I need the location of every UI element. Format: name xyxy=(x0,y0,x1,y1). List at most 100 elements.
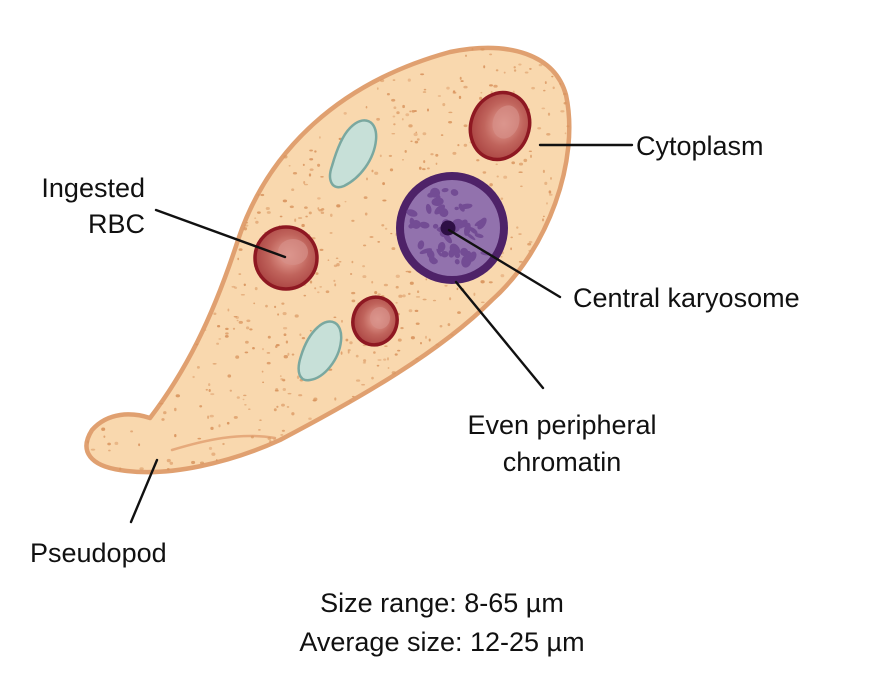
cytoplasm-speckle xyxy=(549,193,553,196)
cytoplasm-speckle xyxy=(531,86,535,90)
cytoplasm-speckle xyxy=(452,151,457,155)
cytoplasm-speckle xyxy=(459,76,462,80)
cytoplasm-speckle xyxy=(279,215,283,218)
cytoplasm-speckle xyxy=(319,136,321,139)
cytoplasm-speckle xyxy=(231,285,236,288)
cytoplasm-speckle xyxy=(175,394,180,398)
cytoplasm-speckle xyxy=(516,226,519,229)
cytoplasm-speckle xyxy=(405,113,410,117)
cytoplasm-speckle xyxy=(282,199,288,203)
cytoplasm-speckle xyxy=(238,248,243,251)
cytoplasm-speckle xyxy=(191,460,196,465)
cytoplasm-speckle xyxy=(376,117,380,121)
cytoplasm-speckle xyxy=(282,312,287,316)
cytoplasm-speckle xyxy=(489,53,493,56)
cytoplasm-speckle xyxy=(343,112,347,115)
cytoplasm-speckle xyxy=(166,467,170,471)
cytoplasm-speckle xyxy=(161,418,165,421)
chromatin-blotch xyxy=(434,204,446,215)
cytoplasm-speckle xyxy=(273,438,276,441)
label-pseudopod: Pseudopod xyxy=(30,538,167,568)
cytoplasm-speckle xyxy=(495,69,499,72)
cytoplasm-speckle xyxy=(396,111,400,115)
cytoplasm-speckle xyxy=(196,366,200,369)
cytoplasm-speckle xyxy=(159,402,164,405)
cytoplasm-speckle xyxy=(566,125,570,128)
cytoplasm-speckle xyxy=(518,260,523,263)
cytoplasm-speckle xyxy=(235,316,239,319)
cytoplasm-speckle xyxy=(511,161,516,165)
cytoplasm-speckle xyxy=(314,150,317,153)
cytoplasm-speckle xyxy=(261,370,264,373)
cytoplasm-speckle xyxy=(391,247,396,251)
cytoplasm-speckle xyxy=(355,354,359,358)
cytoplasm-speckle xyxy=(285,340,289,344)
label-central-karyosome: Central karyosome xyxy=(573,283,800,313)
cytoplasm-speckle xyxy=(169,461,174,465)
cytoplasm-speckle xyxy=(542,215,545,218)
cytoplasm-speckle xyxy=(426,167,430,170)
cytoplasm-speckle xyxy=(341,319,343,323)
cytoplasm-speckle xyxy=(210,393,215,396)
cytoplasm-speckle xyxy=(564,132,567,135)
cytoplasm-speckle xyxy=(365,105,368,109)
cytoplasm-speckle xyxy=(416,290,420,294)
cytoplasm-speckle xyxy=(408,292,411,296)
cytoplasm-speckle xyxy=(500,255,503,258)
cytoplasm-speckle xyxy=(288,165,291,167)
chromatin-blotch xyxy=(469,227,478,235)
cytoplasm-speckle xyxy=(119,467,122,471)
cytoplasm-speckle xyxy=(210,426,214,431)
cytoplasm-speckle xyxy=(482,171,487,174)
cytoplasm-speckle xyxy=(363,359,367,363)
chromatin-blotch xyxy=(456,223,462,229)
cytoplasm-speckle xyxy=(114,441,119,446)
cytoplasm-speckle xyxy=(207,415,210,419)
cytoplasm-speckle xyxy=(258,429,261,431)
cytoplasm-speckle xyxy=(463,124,468,128)
cytoplasm-speckle xyxy=(286,406,290,408)
cytoplasm-speckle xyxy=(452,91,457,94)
cytoplasm-speckle xyxy=(317,207,320,210)
rbc-ingested xyxy=(253,225,319,291)
cytoplasm-speckle xyxy=(101,427,106,431)
label-cytoplasm: Cytoplasm xyxy=(636,131,764,161)
cytoplasm-speckle xyxy=(386,93,390,96)
cytoplasm-speckle xyxy=(435,153,439,157)
cytoplasm-speckle xyxy=(282,388,287,391)
cytoplasm-speckle xyxy=(448,120,453,124)
cytoplasm-speckle xyxy=(395,285,399,289)
cytoplasm-speckle xyxy=(340,351,343,355)
cytoplasm-speckle xyxy=(364,212,368,216)
cytoplasm-speckle xyxy=(250,435,254,439)
cytoplasm-speckle xyxy=(437,95,442,97)
cytoplasm-speckle xyxy=(317,197,321,200)
cytoplasm-speckle xyxy=(329,232,333,234)
label-ingested-rbc-line1: Ingested xyxy=(41,173,145,203)
cytoplasm-speckle xyxy=(244,404,247,406)
cytoplasm-speckle xyxy=(208,383,211,387)
cytoplasm-speckle xyxy=(205,388,208,391)
cytoplasm-speckle xyxy=(551,75,554,78)
cytoplasm-speckle xyxy=(543,89,546,92)
cytoplasm-speckle xyxy=(199,405,203,408)
cytoplasm-speckle xyxy=(291,353,295,356)
cytoplasm-speckle xyxy=(301,223,305,228)
cytoplasm-speckle xyxy=(530,154,532,158)
cytoplasm-speckle xyxy=(345,338,349,342)
cytoplasm-speckle xyxy=(483,65,486,69)
cytoplasm-speckle xyxy=(334,283,337,287)
cytoplasm-speckle xyxy=(330,213,333,217)
cytoplasm-speckle xyxy=(394,353,398,356)
chromatin-blotch xyxy=(454,206,459,211)
cytoplasm-speckle xyxy=(273,408,277,412)
cytoplasm-speckle xyxy=(233,315,238,318)
cytoplasm-speckle xyxy=(480,280,485,284)
cytoplasm-speckle xyxy=(303,183,309,186)
chromatin-blotch xyxy=(474,233,484,238)
cytoplasm-speckle xyxy=(211,452,216,456)
chromatin-blotch xyxy=(417,240,425,250)
cytoplasm-speckle xyxy=(518,233,522,235)
cytoplasm-speckle xyxy=(208,389,211,392)
cytoplasm-speckle xyxy=(541,107,546,110)
